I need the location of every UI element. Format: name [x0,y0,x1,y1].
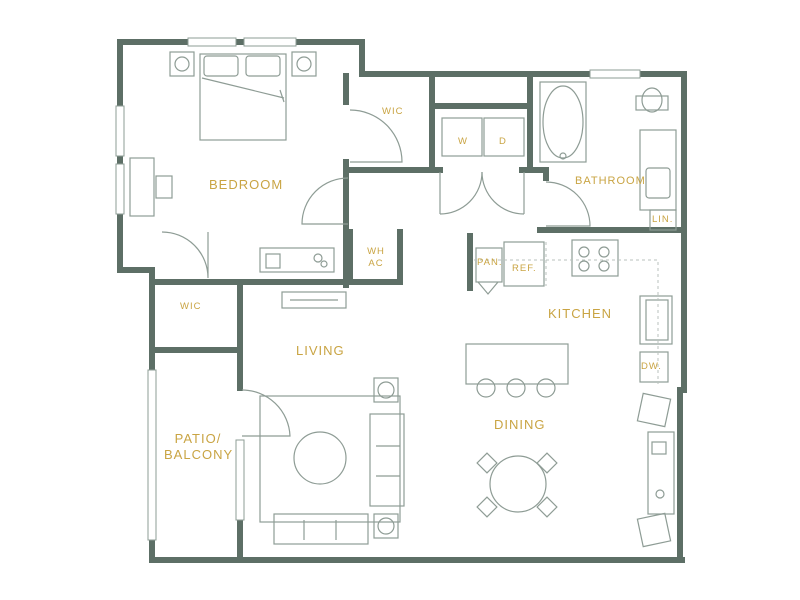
windows [115,37,641,541]
ac-label: AC [368,257,384,269]
wh-ac-label: WH AC [361,247,391,268]
doors [161,109,591,437]
linen-label: LIN. [652,214,674,225]
patio-label: PATIO/ BALCONY [164,432,232,461]
furniture [129,51,677,548]
patio-label-line1: PATIO/ [174,431,222,446]
walls [117,39,687,563]
refrigerator-label: REF. [512,263,537,274]
patio-label-line2: BALCONY [164,447,234,462]
dining-label: DINING [494,417,546,432]
bedroom-label: BEDROOM [209,177,284,192]
dishwasher-label: DW. [641,361,662,372]
living-label: LIVING [296,343,345,358]
kitchen-label: KITCHEN [548,306,613,321]
wic-bedroom-label: WIC [382,106,404,117]
guides [474,242,659,384]
wic-hall-label: WIC [180,301,202,312]
wh-label: WH [367,246,385,257]
dryer-label: D [499,136,507,147]
washer-label: W [458,136,468,147]
bathroom-label: BATHROOM [575,175,646,187]
pantry-label: PAN. [477,257,503,268]
